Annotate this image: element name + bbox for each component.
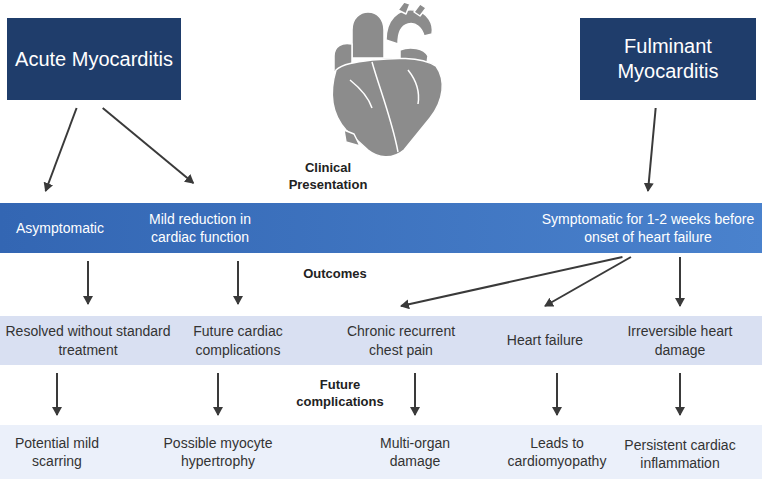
section-label: Future complications [295, 377, 385, 411]
flow-arrow [545, 257, 631, 306]
node-text: Possible myocyte hypertrophy [144, 434, 292, 470]
node-text: Asymptomatic [16, 219, 104, 237]
flow-arrow [679, 373, 681, 415]
presentation-item: Symptomatic for 1-2 weeks before onset o… [542, 203, 755, 253]
node-text: Mild reduction in cardiac function [134, 210, 267, 246]
complication-item: Potential mild scarring [3, 425, 111, 479]
flow-arrow [46, 108, 77, 191]
node-text: Leads to cardiomyopathy [503, 434, 611, 470]
outcome-item: Chronic recurrent chest pain [335, 316, 468, 365]
flow-arrow [237, 261, 239, 304]
diagnosis-box: Acute Myocarditis [7, 18, 181, 100]
complication-item: Multi-organ damage [366, 425, 464, 479]
node-text: Heart failure [507, 331, 583, 349]
presentation-item: Asymptomatic [12, 203, 108, 253]
presentation-item: Mild reduction in cardiac function [134, 203, 267, 253]
flow-arrow [679, 257, 681, 306]
outcome-item: Resolved without standard treatment [4, 316, 172, 365]
node-text: Resolved without standard treatment [4, 322, 172, 358]
flow-arrow [87, 261, 89, 304]
outcome-item: Future cardiac complications [177, 316, 300, 365]
complication-item: Possible myocyte hypertrophy [144, 425, 292, 479]
flow-arrow [556, 373, 558, 415]
flow-arrow [103, 108, 194, 183]
diagnosis-box: Fulminant Myocarditis [580, 18, 756, 100]
node-text: Persistent cardiac inflammation [621, 436, 739, 472]
flow-arrow [414, 373, 416, 415]
flow-arrow [648, 108, 656, 191]
node-text: Symptomatic for 1-2 weeks before onset o… [542, 210, 755, 246]
complication-item: Leads to cardiomyopathy [503, 425, 611, 479]
flow-arrow [217, 373, 219, 415]
node-text: Irreversible heart damage [621, 322, 739, 358]
section-label: Outcomes [295, 266, 375, 283]
node-text: Potential mild scarring [3, 434, 111, 470]
node-text: Chronic recurrent chest pain [335, 322, 468, 358]
node-text: Future cardiac complications [177, 322, 300, 358]
outcome-item: Heart failure [503, 316, 588, 365]
outcome-item: Irreversible heart damage [621, 316, 739, 365]
complication-item: Persistent cardiac inflammation [621, 425, 739, 479]
node-text: Acute Myocarditis [15, 47, 173, 72]
node-text: Multi-organ damage [366, 434, 464, 470]
section-label: Clinical Presentation [283, 160, 373, 194]
node-text: Fulminant Myocarditis [586, 34, 750, 84]
presentation-band [0, 203, 762, 253]
flow-arrow [56, 373, 58, 415]
